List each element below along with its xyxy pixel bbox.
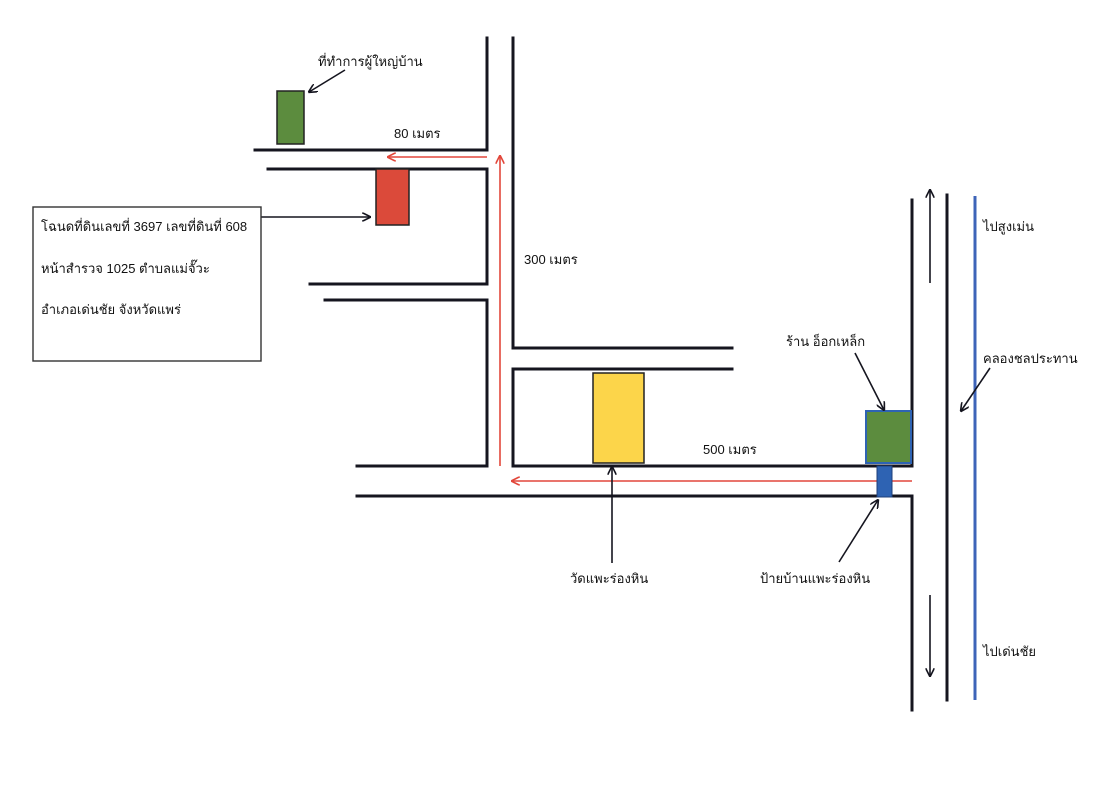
- label-steel-shop: ร้าน อ็อกเหล็ก: [786, 332, 865, 349]
- pointer-headman-office: [309, 69, 346, 92]
- route-arrows: [388, 156, 912, 481]
- info-box-frame: [32, 206, 262, 362]
- label-headman-office: ที่ทำการผู้ใหญ่บ้าน: [318, 53, 423, 70]
- label-irrigation-canal: คลองชลประทาน: [983, 351, 1078, 366]
- label-distance-300m: 300 เมตร: [524, 252, 578, 267]
- label-village-sign: ป้ายบ้านแพะร่องหิน: [760, 571, 870, 586]
- label-distance-500m: 500 เมตร: [703, 442, 757, 457]
- info-line-survey-page: หน้าสำรวจ 1025 ตำบลแม่จั๊วะ: [41, 259, 210, 276]
- label-to-den-chai: ไปเด่นชัย: [982, 644, 1036, 659]
- village-sign-block: [876, 465, 893, 498]
- label-to-sung-men: ไปสูงเม่น: [982, 219, 1034, 235]
- label-distance-80m: 80 เมตร: [394, 126, 441, 141]
- pointer-steel-shop: [854, 352, 884, 410]
- headman-office-block: [276, 90, 305, 145]
- temple-block: [592, 372, 645, 464]
- info-line-district: อำเภอเด่นชัย จังหวัดแพร่: [41, 302, 181, 317]
- land-title-info-box: โฉนดที่ดินเลขที่ 3697 เลขที่ดินที่ 608 ห…: [32, 206, 262, 362]
- roads: [253, 36, 949, 712]
- steel-shop-block: [865, 410, 912, 464]
- land-plot-block: [375, 168, 410, 226]
- pointer-canal: [961, 367, 991, 411]
- pointer-village-sign: [838, 500, 878, 563]
- info-line-title-deed: โฉนดที่ดินเลขที่ 3697 เลขที่ดินที่ 608: [41, 218, 247, 234]
- label-temple: วัดแพะร่องหิน: [570, 571, 648, 586]
